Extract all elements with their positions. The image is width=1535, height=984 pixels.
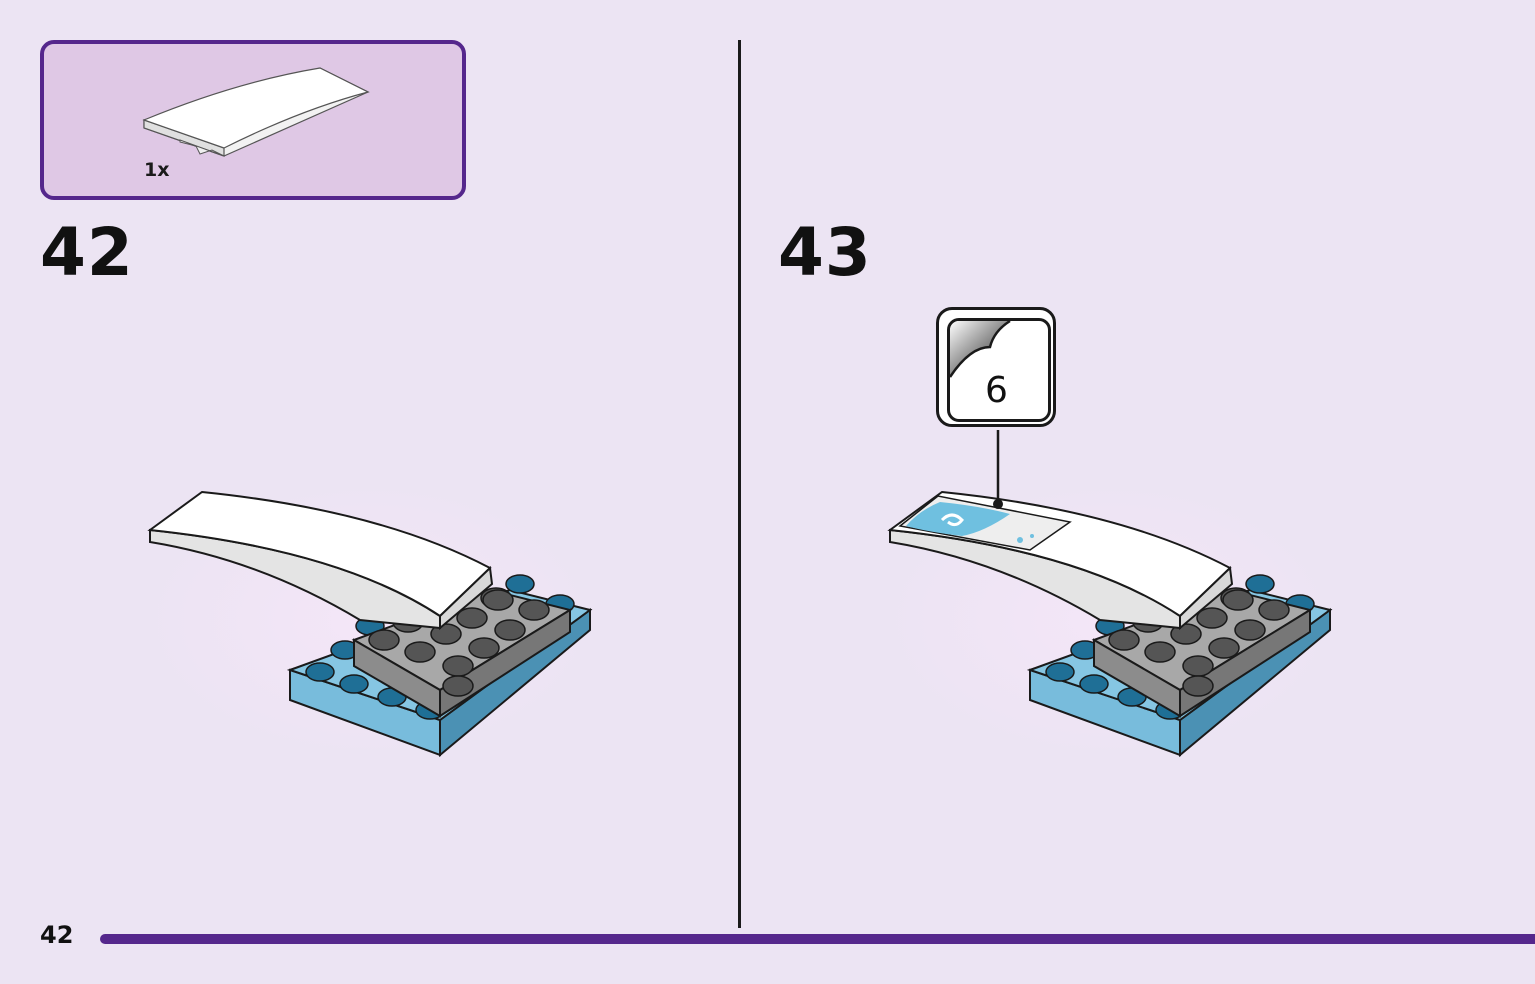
assembly-step-42-icon: [147, 490, 593, 758]
assembly-step-43-icon: [887, 490, 1333, 758]
sticker-callout: 6: [936, 307, 1056, 427]
page-number: 42: [40, 921, 74, 949]
parts-list-box: 1x: [40, 40, 466, 200]
sticker-sheet-icon: [947, 318, 1051, 422]
page-bar: [100, 934, 1535, 944]
part-quantity: 1x: [144, 159, 170, 181]
step-number-43: 43: [778, 214, 872, 291]
step-number-42: 42: [40, 214, 134, 291]
step-divider: [738, 40, 741, 928]
curved-slope-part-icon: [142, 67, 370, 157]
sticker-callout-line: [993, 430, 1003, 509]
sticker-number: 6: [985, 370, 1008, 411]
